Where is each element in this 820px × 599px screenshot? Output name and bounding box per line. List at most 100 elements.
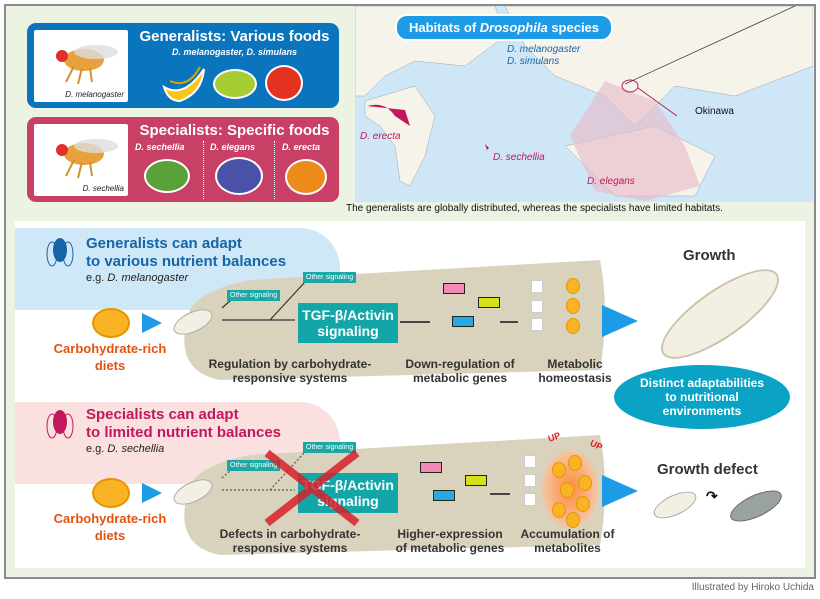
step-line: Higher-expression [397,527,503,541]
metabolite-slot [531,318,543,331]
metabolite-dot [566,298,580,314]
other-signaling-tag: Other signaling [227,290,281,301]
arrow-right-icon [142,313,162,333]
heading-line: to limited nutrient balances [86,424,282,441]
metabolite-slot [524,474,536,487]
metabolite-slot [524,455,536,468]
generalists-species: D. melanogaster, D. simulans [171,47,298,57]
fly-silhouette-icon [46,238,74,267]
arrow-line [490,493,510,495]
step-line: responsive systems [232,371,348,385]
eg-label: e.g. [86,272,108,284]
generalists-title: Generalists: Various foods [139,28,330,45]
metabolite-dot [552,462,566,478]
photo-caption: D. sechellia [82,184,124,193]
step-line: Accumulation of [520,527,615,541]
map-label-simulans: D. simulans [507,56,560,67]
tomato-icon [265,65,303,101]
noni-fruit-icon [144,159,190,193]
arrow-right-icon [602,475,638,507]
species-elegans: D. elegans [210,142,256,152]
pandanus-fruit-icon [285,159,327,195]
arrow-line [500,321,518,323]
gene-icon [433,490,455,501]
carbohydrate-food-icon [92,308,130,338]
world-map: Habitats of Drosophila species D. melano… [355,6,813,202]
generalists-box: D. melanogaster Generalists: Various foo… [27,23,339,108]
map-title: Habitats of Drosophila species [395,14,614,41]
growth-label: Growth [683,247,736,264]
other-signaling-tag: Other signaling [303,442,357,453]
metabolite-dot [578,475,592,491]
specialists-title: Specialists: Specific foods [139,122,330,139]
metabolite-slot [524,493,536,506]
fly-silhouette-icon [46,410,74,439]
step-label: Regulation by carbohydrate-responsive sy… [195,357,385,385]
tgf-line: signaling [317,323,379,339]
metabolite-dot [568,455,582,471]
morning-glory-icon [215,157,263,195]
specialist-example: e.g. D. sechellia [86,443,164,455]
step-line: of metabolic genes [395,541,505,555]
specialists-box: D. sechellia Specialists: Specific foods… [27,117,339,202]
step-line: metabolic genes [412,371,508,385]
map-label-okinawa: Okinawa [695,106,734,117]
map-label-sechellia: D. sechellia [493,152,545,163]
heading-line: to various nutrient balances [86,253,287,270]
step-line: responsive systems [232,541,348,555]
metabolite-dot [576,496,590,512]
generalist-example: e.g. D. melanogaster [86,272,188,284]
gene-icon [420,462,442,473]
divider [203,141,204,199]
map-label-erecta: D. erecta [360,131,401,142]
divider [274,141,275,199]
transition-arrow-icon: ↷ [706,488,718,504]
diet-line: Carbohydrate-rich [53,511,167,526]
step-line: Down-regulation of [405,357,515,371]
metabolite-dot [566,318,580,334]
map-title-prefix: Habitats of [409,20,480,35]
fly-photo: D. sechellia [34,124,128,196]
metabolite-dot [560,482,574,498]
species-erecta: D. erecta [282,142,321,152]
metabolite-dot [566,512,580,528]
map-title-suffix: species [547,20,600,35]
heading-line: Specialists can adapt [86,406,239,423]
blocked-cross-icon [264,449,360,527]
metabolite-slot [531,280,543,293]
gene-icon [478,297,500,308]
other-signaling-tag: Other signaling [303,272,357,283]
eg-label: e.g. [86,443,108,455]
step-line: Regulation by carbohydrate- [208,357,372,371]
diet-label: Carbohydrate-rich diets [45,510,175,544]
fly-photo: D. melanogaster [34,30,128,102]
diet-line: diets [94,358,126,373]
arrow-line [400,321,430,323]
tgf-line: TGF-β/Activin [302,307,394,323]
signaling-arrows [221,281,306,321]
gene-icon [465,475,487,486]
step-line: homeostasis [538,371,612,385]
bubble-line: Distinct adaptabilities [639,376,765,390]
fruit-fly-icon [56,139,118,179]
arrow-right-icon [602,305,638,337]
map-label-melanogaster: D. melanogaster [507,44,581,55]
adaptability-bubble: Distinct adaptabilities to nutritional e… [614,365,790,429]
map-title-genus: Drosophila [479,20,548,35]
map-caption: The generalists are globally distributed… [346,203,723,214]
growth-defect-label: Growth defect [657,461,758,478]
illustrator-credit: Illustrated by Hiroko Uchida [691,582,814,593]
metabolite-dot [552,502,566,518]
carbohydrate-food-icon [92,478,130,508]
heading-line: Generalists can adapt [86,235,242,252]
bubble-line: environments [662,404,742,418]
diet-line: diets [94,528,126,543]
